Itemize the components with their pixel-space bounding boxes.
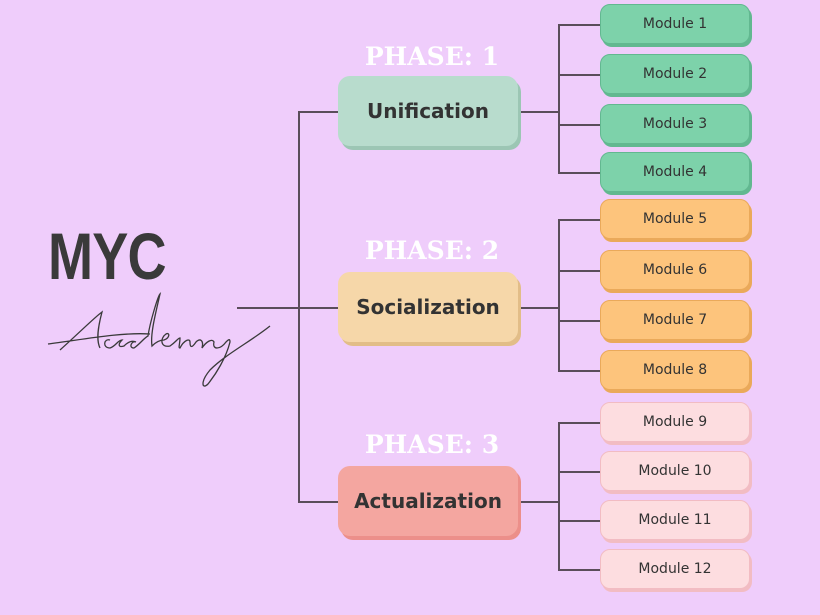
connector-line [558, 219, 600, 221]
connector-line [558, 422, 600, 424]
module-node: Module 1 [600, 4, 750, 44]
phase-node-unification: Unification [338, 76, 518, 146]
connector-line [558, 124, 600, 126]
academy-script-logo [47, 291, 271, 387]
module-node: Module 6 [600, 250, 750, 290]
connector-line [558, 370, 600, 372]
module-node: Module 8 [600, 350, 750, 390]
connector-line [558, 74, 600, 76]
module-node: Module 10 [600, 451, 750, 491]
module-node: Module 2 [600, 54, 750, 94]
phase-label: PHASE: 3 [364, 430, 500, 459]
connector-line [518, 501, 558, 503]
connector-line [558, 520, 600, 522]
phase-label: PHASE: 1 [364, 42, 500, 71]
phase-node-actualization: Actualization [338, 466, 518, 536]
connector-line [558, 270, 600, 272]
connector-line [237, 307, 298, 309]
connector-line [558, 422, 560, 569]
module-node: Module 7 [600, 300, 750, 340]
module-node: Module 3 [600, 104, 750, 144]
connector-line [558, 320, 600, 322]
connector-line [558, 219, 560, 370]
connector-line [558, 172, 600, 174]
module-node: Module 5 [600, 199, 750, 239]
connector-line [298, 111, 338, 113]
phase-label: PHASE: 2 [364, 236, 500, 265]
academy-title: MYC [48, 219, 167, 293]
connector-line [518, 111, 558, 113]
connector-line [558, 471, 600, 473]
module-node: Module 11 [600, 500, 750, 540]
connector-line [298, 111, 300, 501]
module-node: Module 9 [600, 402, 750, 442]
module-node: Module 4 [600, 152, 750, 192]
connector-line [558, 569, 600, 571]
connector-line [558, 24, 600, 26]
connector-line [298, 307, 338, 309]
connector-line [558, 24, 560, 172]
connector-line [518, 307, 558, 309]
phase-node-socialization: Socialization [338, 272, 518, 342]
connector-line [298, 501, 338, 503]
module-node: Module 12 [600, 549, 750, 589]
